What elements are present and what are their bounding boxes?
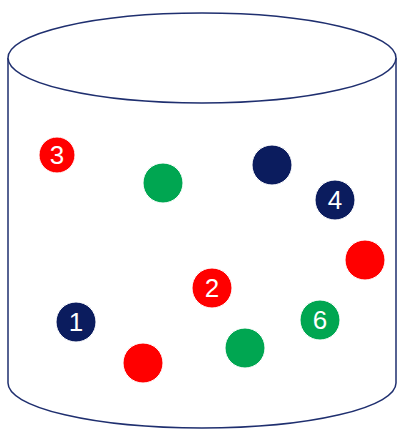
green-ball (143, 163, 183, 203)
ball-label-holder: 3 (38, 136, 76, 174)
ball-label-holder: 6 (299, 299, 341, 341)
green-ball (225, 328, 265, 368)
jar-rim (8, 13, 396, 103)
ball-circle (56, 302, 96, 342)
red-ball (345, 240, 385, 280)
callout-number: 3 (50, 142, 64, 168)
numbered-ball: 2 (191, 267, 233, 309)
callout-number: 1 (69, 309, 83, 335)
ball-label-holder: 2 (191, 267, 233, 309)
ball-circle (315, 180, 355, 220)
callout-number: 2 (205, 275, 219, 301)
callout-number: 4 (328, 187, 342, 213)
numbered-ball: 6 (299, 299, 341, 341)
ball-label-holder: 4 (314, 179, 356, 221)
numbered-ball: 4 (314, 179, 356, 221)
numbered-ball: 3 (38, 136, 76, 174)
red-ball (123, 343, 163, 383)
jar-body (8, 58, 396, 428)
ball-circle (39, 137, 75, 173)
navy-ball (252, 145, 292, 185)
ball-label-holder: 1 (55, 301, 97, 343)
ball-circle (300, 300, 340, 340)
callout-number: 6 (313, 307, 327, 333)
numbered-ball: 1 (55, 301, 97, 343)
ball-circle (192, 268, 232, 308)
